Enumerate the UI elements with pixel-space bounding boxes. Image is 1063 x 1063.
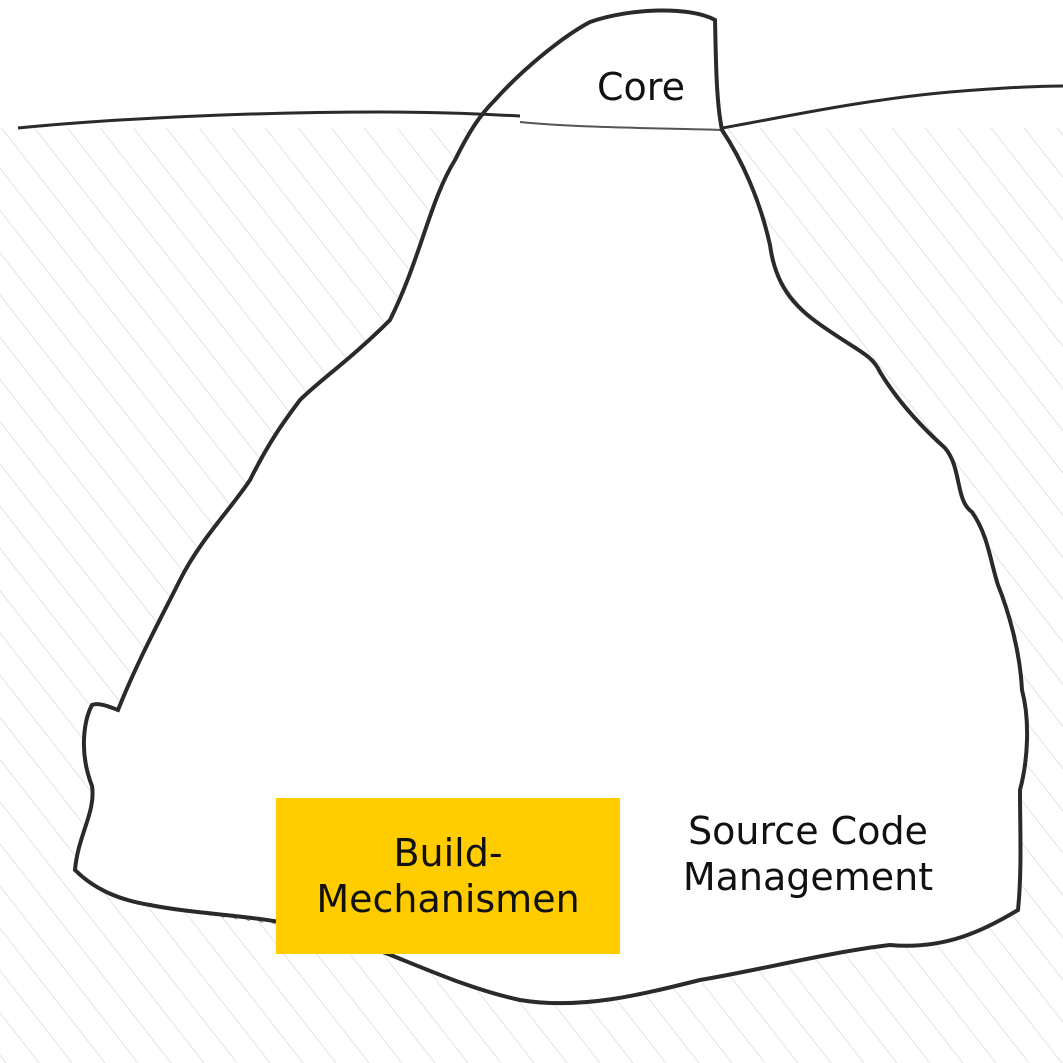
build-label-highlight: [276, 798, 620, 954]
core-label: Core: [597, 65, 685, 109]
build-mechanismen-label: Build- Mechanismen: [276, 798, 620, 954]
waterline-under-tip: [519, 121, 723, 131]
source-code-management-label: Source Code Management: [682, 809, 934, 900]
waterline-left: [17, 110, 521, 130]
build-mechanismen-text: Build- Mechanismen: [316, 830, 580, 921]
waterline-right: [721, 84, 1063, 130]
